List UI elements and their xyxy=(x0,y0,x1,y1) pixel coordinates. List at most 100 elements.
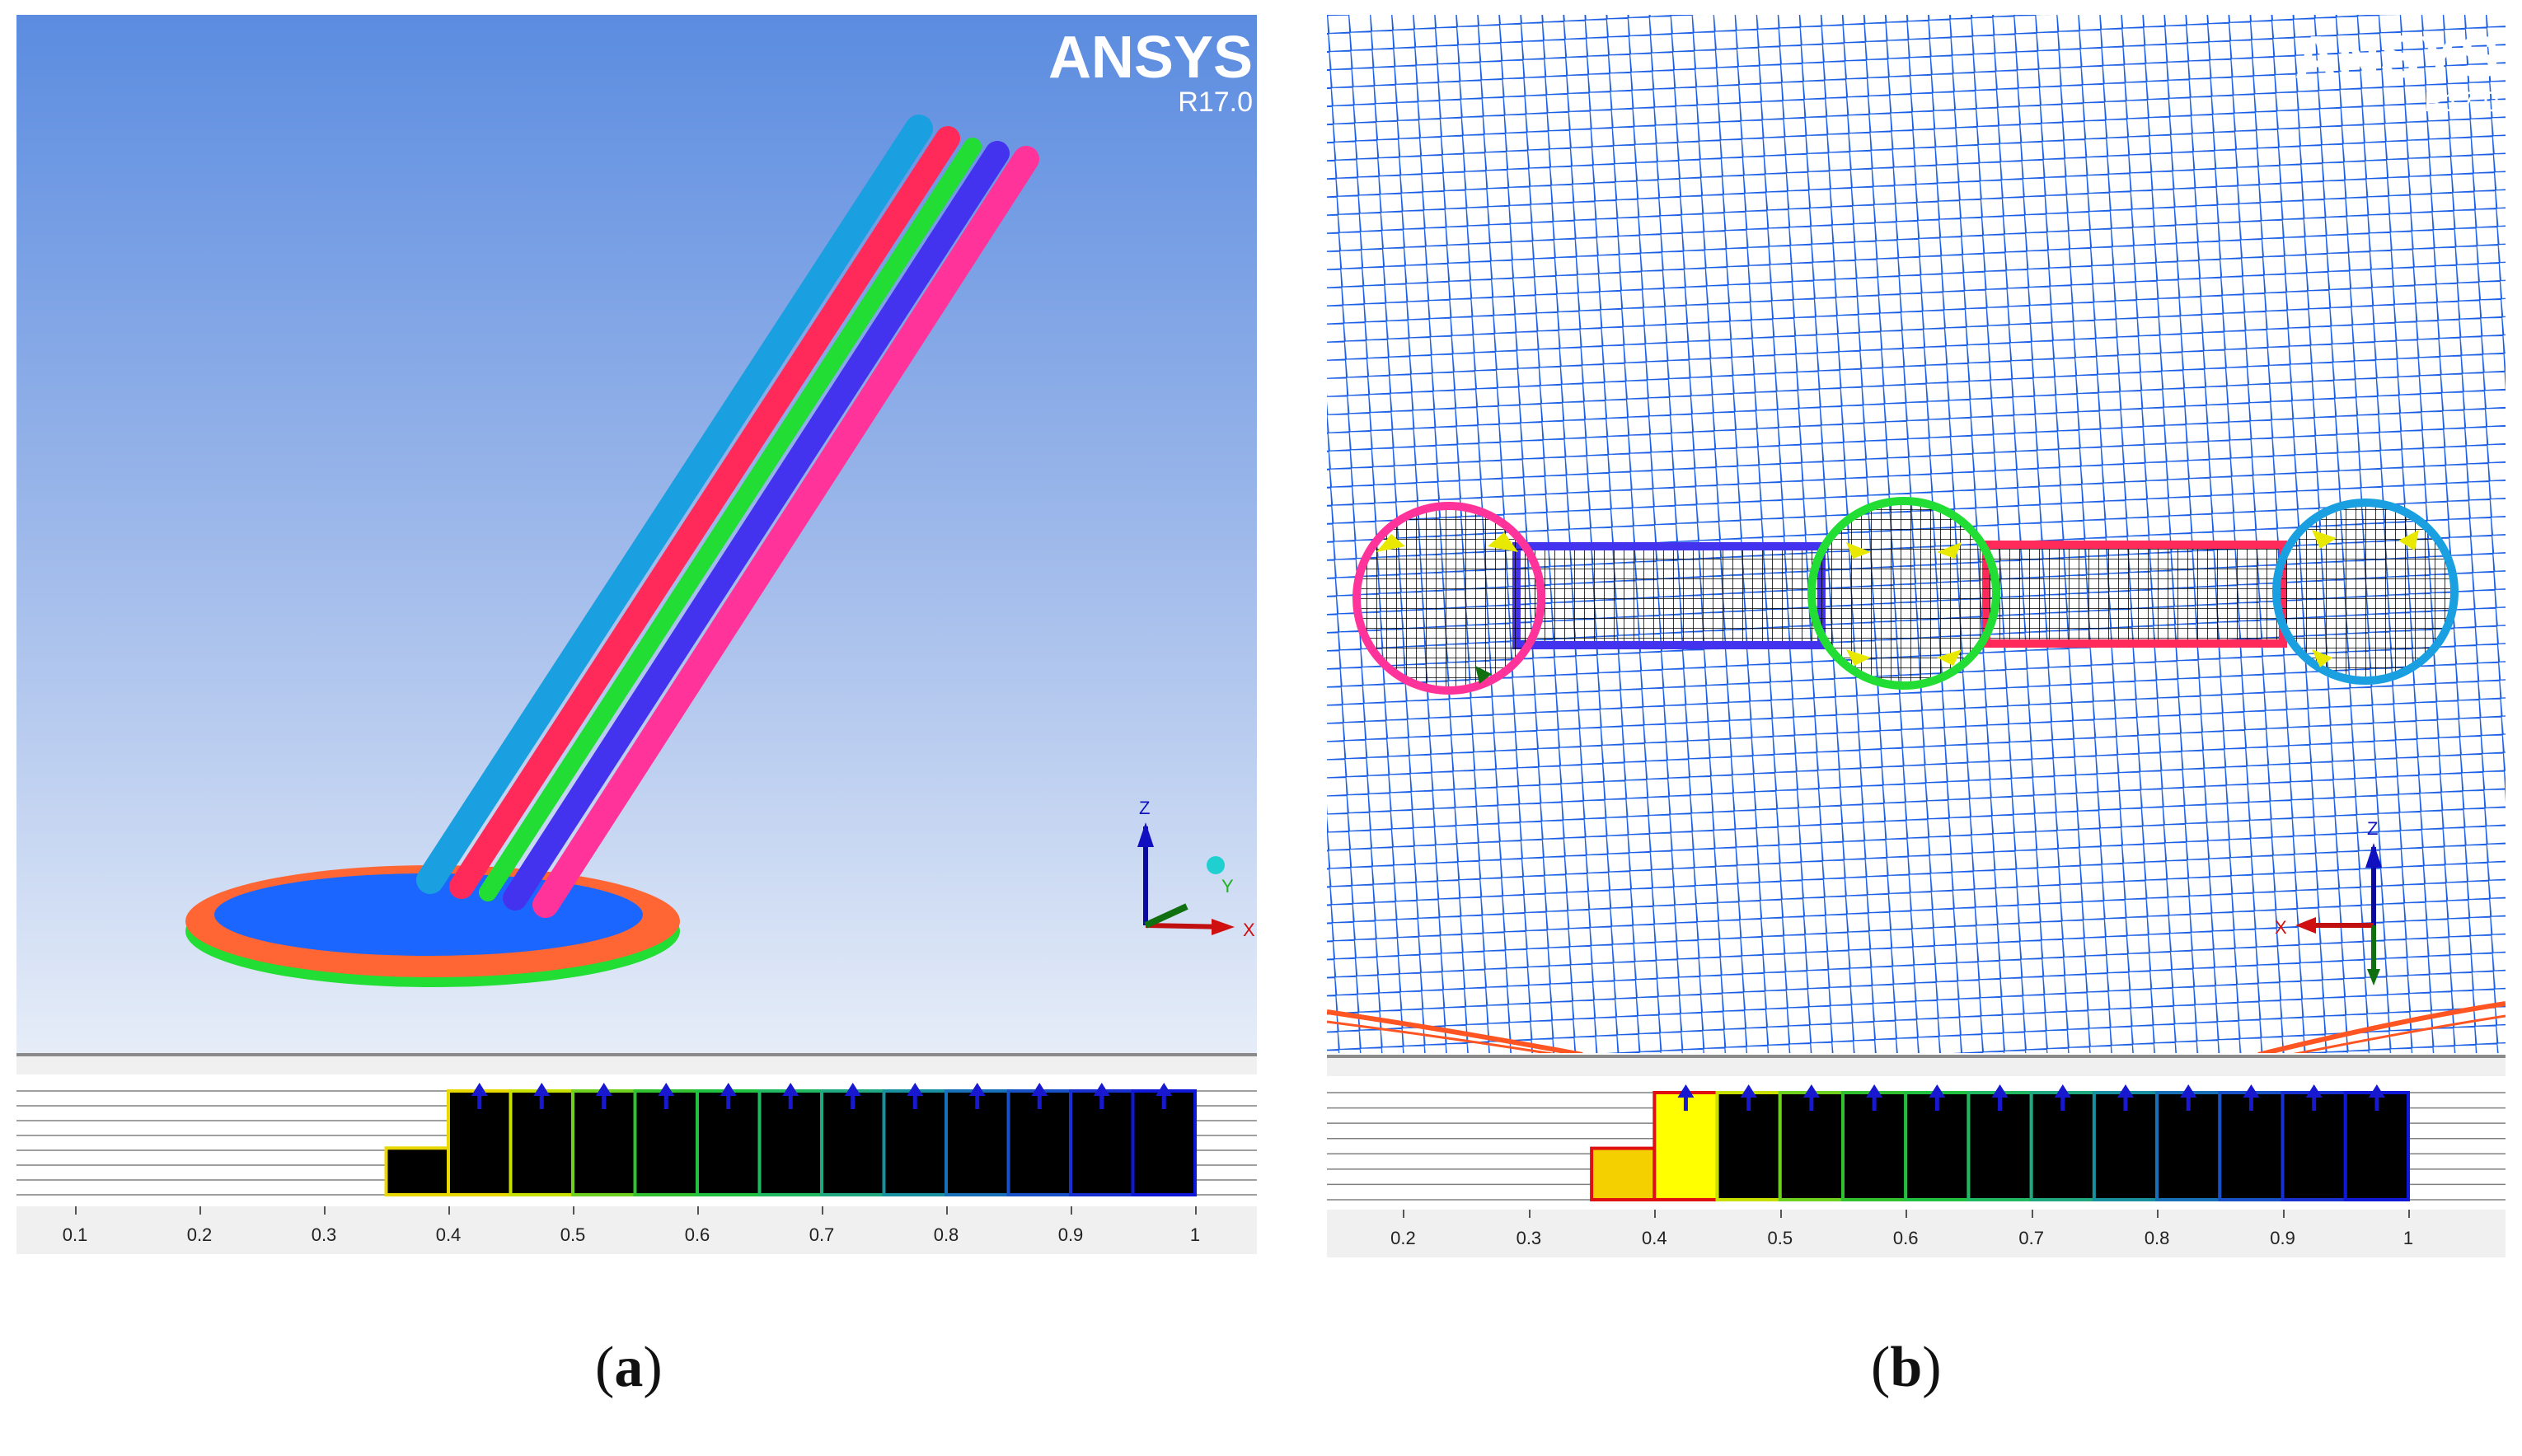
tube-section-green xyxy=(1807,497,2000,690)
graphics-viewport-b[interactable]: Z X ANSYS R17.0 xyxy=(1327,15,2506,1053)
histogram-marker-arrow xyxy=(782,1083,799,1109)
caption-a: (a) xyxy=(595,1335,663,1401)
tube-disk-model: Z Y X xyxy=(185,115,1255,987)
histogram-marker-arrow xyxy=(2243,1084,2260,1111)
histogram-marker-arrow xyxy=(1093,1083,1110,1109)
axis-tick-label: 0.8 xyxy=(2144,1228,2170,1248)
axis-tick-mark xyxy=(1654,1210,1657,1218)
axis-tick-mark xyxy=(2408,1210,2410,1218)
histogram-marker-arrow xyxy=(1991,1084,2009,1111)
histogram-axis-a: 0.1 0.2 0.3 0.4 0.5 0.6 0.7 0.8 0.9 1 xyxy=(16,1206,1257,1254)
axis-tick-label: 1 xyxy=(1189,1224,1201,1245)
histogram-bar[interactable] xyxy=(2092,1091,2159,1201)
caption-open: ( xyxy=(1871,1336,1891,1399)
histogram-marker-arrow xyxy=(2305,1084,2323,1111)
histogram-marker-arrow xyxy=(720,1083,737,1109)
caption-b: (b) xyxy=(1871,1335,1942,1401)
quality-histogram-b xyxy=(1327,1076,2506,1210)
axis-tick-mark xyxy=(2282,1210,2285,1218)
tube-section-pink xyxy=(1352,502,1545,695)
histogram-marker-arrow xyxy=(968,1083,986,1109)
axis-tick-mark xyxy=(1906,1210,1908,1218)
axis-tick-label: 0.6 xyxy=(1892,1228,1919,1248)
quality-histogram-a xyxy=(16,1074,1257,1206)
histogram-marker-arrow xyxy=(1740,1084,1757,1111)
axis-tick-label: 0.3 xyxy=(1516,1228,1542,1248)
axis-tick-label: 0.6 xyxy=(684,1224,710,1245)
axis-tick-mark xyxy=(1071,1206,1072,1215)
axis-tick-mark xyxy=(448,1206,450,1215)
axis-tick-label: 0.9 xyxy=(2270,1228,2295,1248)
panel-divider-b[interactable] xyxy=(1327,1055,2506,1076)
axis-label-z: Z xyxy=(1139,798,1150,818)
histogram-marker-arrow xyxy=(1156,1083,1173,1109)
histogram-chart-a xyxy=(16,1083,1257,1197)
histogram-marker-arrow xyxy=(2368,1084,2385,1111)
histogram-marker-arrow xyxy=(2180,1084,2197,1111)
axis-tick-label: 0.4 xyxy=(435,1224,462,1245)
axis-tick-mark xyxy=(2157,1210,2159,1218)
axis-tick-mark xyxy=(1195,1206,1197,1215)
axis-tick-mark xyxy=(199,1206,201,1215)
connector-red xyxy=(1982,541,2287,648)
axis-tick-mark xyxy=(946,1206,948,1215)
axis-tick-label: 0.3 xyxy=(311,1224,337,1245)
tube-blue xyxy=(503,141,1010,911)
ansys-logo-a: ANSYS R17.0 xyxy=(1048,28,1253,117)
axis-tick-label: 0.8 xyxy=(933,1224,959,1245)
histogram-bar[interactable] xyxy=(384,1146,450,1197)
axis-label-z: Z xyxy=(2367,818,2378,839)
axis-tick-mark xyxy=(1403,1210,1405,1218)
histogram-bar[interactable] xyxy=(1590,1146,1657,1201)
caption-open: ( xyxy=(595,1336,615,1399)
histogram-marker-arrow xyxy=(533,1083,551,1109)
histogram-marker-arrow xyxy=(1677,1084,1695,1111)
caption-letter: a xyxy=(614,1336,644,1399)
axis-tick-mark xyxy=(324,1206,326,1215)
axis-tick-mark xyxy=(1528,1210,1531,1218)
histogram-marker-arrow xyxy=(1802,1084,1820,1111)
axis-triad-a: Z Y X xyxy=(1137,798,1255,940)
axis-tick-label: 1 xyxy=(2402,1228,2414,1248)
axis-tick-mark xyxy=(822,1206,823,1215)
axis-tick-label: 0.2 xyxy=(186,1224,213,1245)
axis-triad-b: Z X xyxy=(2275,818,2382,985)
caption-close: ) xyxy=(1922,1336,1942,1399)
panel-divider-a[interactable] xyxy=(16,1053,1257,1074)
histogram-marker-arrow xyxy=(471,1083,488,1109)
tube-section-cyan xyxy=(2272,499,2459,685)
panel-b: Z X ANSYS R17.0 0.2 0.3 0.4 0.5 0.6 0.7 0.8 0.9… xyxy=(1327,15,2506,1276)
axis-tick-label: 0.2 xyxy=(1390,1228,1416,1248)
histogram-marker-arrow xyxy=(658,1083,675,1109)
axis-tick-label: 0.7 xyxy=(2018,1228,2044,1248)
connector-blue xyxy=(1512,542,1826,649)
caption-close: ) xyxy=(643,1336,663,1399)
histogram-marker-arrow xyxy=(1929,1084,1946,1111)
axis-tick-mark xyxy=(75,1206,77,1215)
histogram-axis-b: 0.2 0.3 0.4 0.5 0.6 0.7 0.8 0.9 1 xyxy=(1327,1210,2506,1257)
histogram-marker-arrow xyxy=(2054,1084,2071,1111)
axis-tick-label: 0.1 xyxy=(62,1224,88,1245)
graphics-viewport-a[interactable]: Z Y X ANSYS R17.0 xyxy=(16,15,1257,1053)
tube-cyan xyxy=(416,115,933,894)
axis-label-x: X xyxy=(1243,920,1255,940)
axis-tick-label: 0.5 xyxy=(560,1224,586,1245)
histogram-marker-arrow xyxy=(1031,1083,1048,1109)
axis-tick-label: 0.9 xyxy=(1057,1224,1084,1245)
histogram-chart-b xyxy=(1327,1084,2506,1201)
disk-blue-top xyxy=(214,873,643,956)
histogram-marker-arrow xyxy=(1866,1084,1883,1111)
logo-version: R17.0 xyxy=(1178,87,1253,118)
histogram-marker-arrow xyxy=(907,1083,924,1109)
axis-tick-label: 0.5 xyxy=(1767,1228,1793,1248)
axis-tick-label: 0.7 xyxy=(809,1224,835,1245)
histogram-marker-arrow xyxy=(2117,1084,2134,1111)
tube-green xyxy=(479,138,982,901)
logo-name: ANSYS xyxy=(1048,25,1253,91)
axis-tick-mark xyxy=(2031,1210,2033,1218)
axis-tick-label: 0.4 xyxy=(1642,1228,1667,1248)
caption-letter: b xyxy=(1890,1336,1923,1399)
histogram-marker-arrow xyxy=(844,1083,861,1109)
axis-tick-mark xyxy=(1779,1210,1782,1218)
